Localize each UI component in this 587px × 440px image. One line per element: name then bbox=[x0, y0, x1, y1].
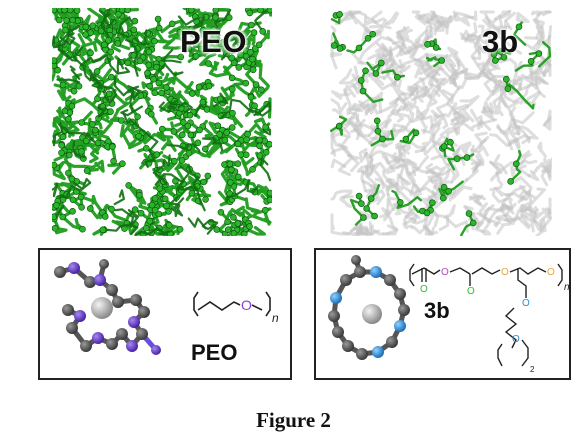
3b-structure-formula bbox=[409, 263, 563, 367]
3b-repeat-subscript-2: 2 bbox=[530, 365, 535, 374]
ether-oxygen-1: O bbox=[522, 298, 530, 309]
peo-simulation-image bbox=[52, 8, 272, 236]
peo-simulation-label: PEO bbox=[180, 24, 247, 59]
peo-repeat-subscript: n bbox=[272, 311, 279, 325]
3b-coordination-panel: O O O O O O O n 2 bbox=[314, 248, 571, 380]
ether-oxygen-2: O bbox=[512, 334, 520, 345]
polymer-chain-texture bbox=[52, 8, 272, 236]
carbonyl-oxygen-1: O bbox=[420, 284, 428, 295]
peo-oxygen-atom: O bbox=[241, 297, 252, 313]
ester-oxygen-3: O bbox=[547, 267, 555, 278]
lithium-ion-icon bbox=[91, 297, 113, 319]
3b-coordination-illustration: O O O O O O O n 2 bbox=[328, 255, 570, 374]
peo-coordination-illustration: O n bbox=[54, 259, 279, 355]
peo-atoms bbox=[54, 259, 161, 355]
figure-caption: Figure 2 bbox=[256, 408, 331, 432]
3b-repeat-subscript-n: n bbox=[564, 282, 569, 293]
ester-oxygen-2: O bbox=[501, 267, 509, 278]
peo-structure-label: PEO bbox=[191, 340, 238, 365]
polymer-chain-texture bbox=[330, 11, 552, 236]
ester-oxygen-1: O bbox=[441, 267, 449, 278]
3b-structure-label: 3b bbox=[424, 298, 450, 323]
lithium-ion-icon bbox=[362, 304, 382, 324]
3b-simulation-label: 3b bbox=[482, 24, 519, 59]
peo-coordination-panel: O n bbox=[38, 248, 292, 380]
peo-structure-formula bbox=[193, 291, 271, 317]
3b-atoms bbox=[328, 255, 410, 360]
polymer-chain-texture bbox=[330, 10, 552, 236]
3b-simulation-image bbox=[330, 10, 552, 236]
carbonyl-oxygen-2: O bbox=[467, 286, 475, 297]
